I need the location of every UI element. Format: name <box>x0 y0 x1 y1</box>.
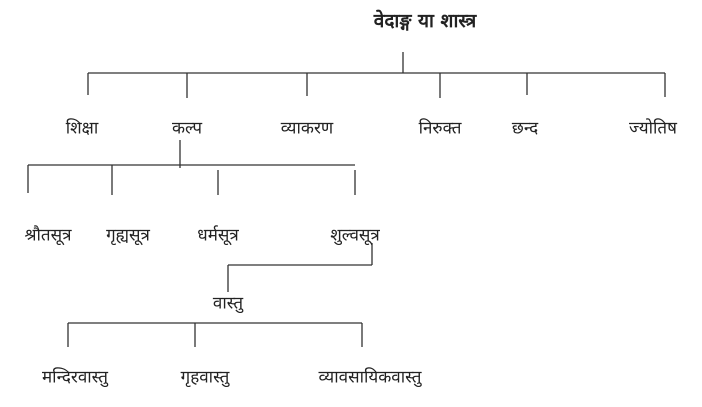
node-shulvasutra: शुल्वसूत्र <box>330 225 380 246</box>
node-vyavasayikavastu: व्यावसायिकवास्तु <box>318 367 422 388</box>
node-dharmasutra: धर्मसूत्र <box>197 225 239 246</box>
node-vyakarana: व्याकरण <box>280 118 334 139</box>
node-grihyasutra: गृह्यसूत्र <box>106 225 150 246</box>
node-grihavastu: गृहवास्तु <box>180 367 230 388</box>
node-nirukta: निरुक्त <box>418 118 462 139</box>
node-mandiravastu: मन्दिरवास्तु <box>42 367 108 388</box>
root-node: वेदाङ्ग या शास्त्र <box>373 10 477 32</box>
node-vastu: वास्तु <box>212 293 244 314</box>
node-kalpa: कल्प <box>171 118 203 139</box>
node-jyotisha: ज्योतिष <box>629 118 677 139</box>
node-chhanda: छन्द <box>511 118 539 139</box>
node-shiksha: शिक्षा <box>65 118 99 139</box>
node-shrautasutra: श्रौतसूत्र <box>24 225 72 246</box>
